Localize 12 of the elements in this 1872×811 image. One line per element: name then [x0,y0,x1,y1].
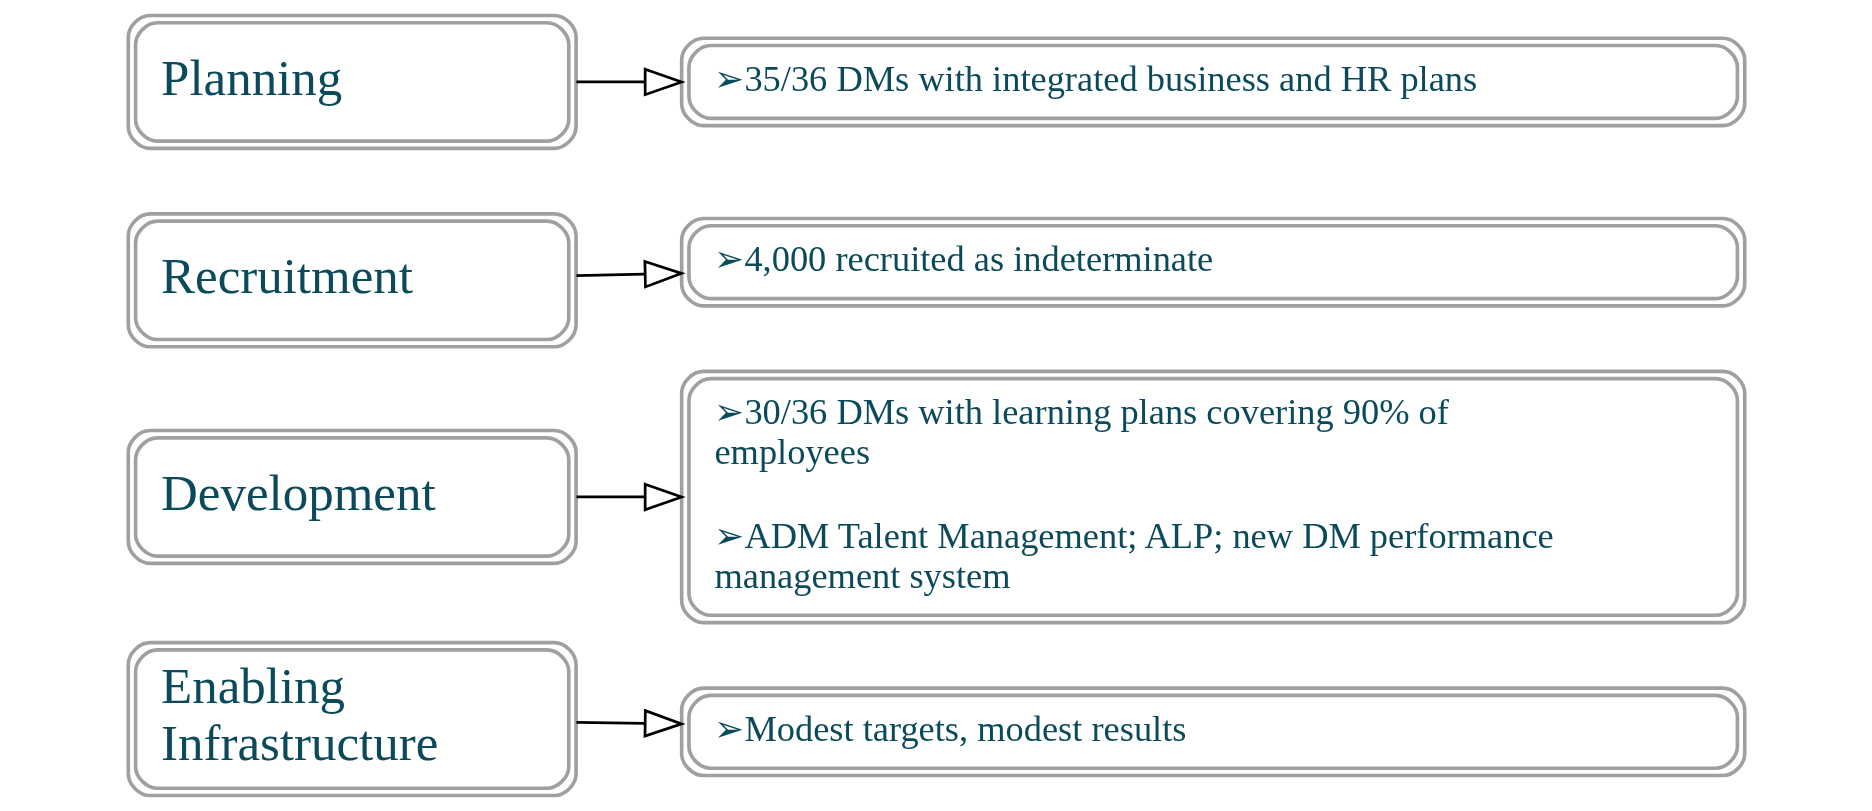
arrow [575,708,686,739]
node-box: Planning [125,13,578,151]
node-box: Enabling Infrastructure [125,640,578,798]
arrow [575,259,686,289]
node-box: ➢4,000 recruited as indeterminate [679,216,1747,308]
node-box: ➢Modest targets, modest results [679,686,1747,778]
node-box: ➢30/36 DMs with learning plans covering 90% of employees ➢ADM Talent Management; ALP; new DM performance management system [679,369,1747,625]
node-box: ➢35/36 DMs with integrated business and HR plans [679,36,1747,128]
arrow [575,482,686,512]
node-box: Development [125,428,578,566]
arrow [575,67,686,97]
node-box: Recruitment [125,212,578,349]
